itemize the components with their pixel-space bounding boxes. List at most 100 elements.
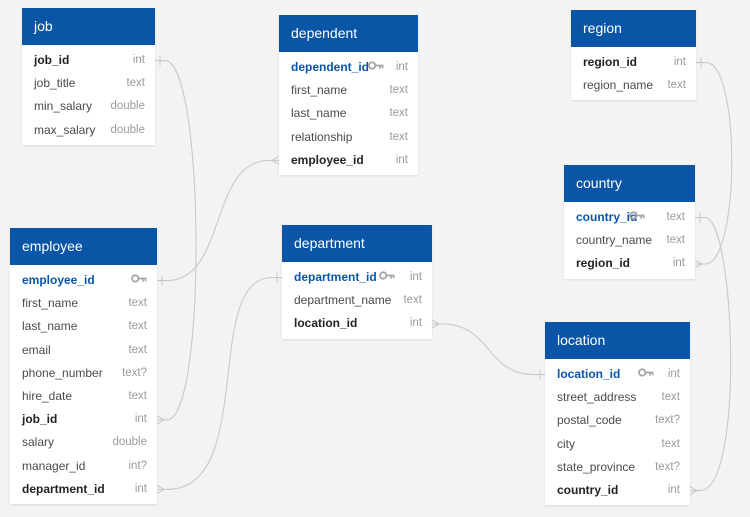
key-icon [368,56,384,79]
column-row-region-name[interactable]: region_name text [571,74,696,97]
column-type: text [128,343,147,356]
column-type: text [128,320,147,333]
column-name: phone_number [22,365,103,380]
column-type: text [403,294,422,307]
column-name: relationship [291,129,353,144]
column-type: text [666,234,685,247]
column-row-postal-code[interactable]: postal_code text? [545,409,690,432]
table-header-country[interactable]: country [564,165,695,202]
column-name: region_id [576,256,631,271]
column-name: location_id [557,367,621,381]
column-row-state-province[interactable]: state_province text? [545,456,690,479]
column-type: text [666,211,685,223]
table-title: employee [22,238,83,254]
column-name: country_id [557,482,619,497]
column-name: job_id [22,412,58,427]
table-title: department [294,235,365,251]
column-type: int [132,54,145,66]
column-type: int [409,317,422,330]
key-icon [638,363,654,386]
table-header-dependent[interactable]: dependent [279,15,418,52]
column-name: first_name [22,296,79,311]
column-type: text [661,391,680,404]
column-row-location-id[interactable]: location_id int [282,312,432,335]
column-type: text [126,77,145,90]
column-name: department_name [294,293,392,308]
column-type: text [667,79,686,92]
column-type: int [134,482,147,495]
column-type: text? [122,366,147,379]
column-type: text [389,84,408,97]
column-row-location-id[interactable]: location_id int [545,363,690,386]
column-type: text? [655,460,680,473]
column-type: int [667,368,680,380]
column-name: city [557,436,575,451]
column-row-first-name[interactable]: first_name text [279,79,418,102]
column-type: int [134,413,147,426]
table-header-region[interactable]: region [571,10,696,47]
column-row-first-name[interactable]: first_name text [10,292,157,315]
table-header-department[interactable]: department [282,225,432,262]
column-type: text [389,130,408,143]
column-row-department-name[interactable]: department_name text [282,289,432,312]
column-name: region_name [583,78,654,93]
column-type: int [672,257,685,270]
column-type: double [110,100,145,113]
column-name: hire_date [22,388,73,403]
column-name: postal_code [557,413,622,428]
table-title: region [583,20,622,36]
column-row-employee-id[interactable]: employee_id [10,269,157,292]
column-type: text [128,297,147,310]
column-name: state_province [557,459,636,474]
column-type: text? [655,414,680,427]
column-name: salary [22,435,55,450]
column-name: dependent_id [291,60,370,74]
table-title: country [576,175,622,191]
column-row-job-id[interactable]: job_id int [10,408,157,431]
column-name: employee_id [291,152,364,167]
column-row-relationship[interactable]: relationship text [279,126,418,149]
table-header-location[interactable]: location [545,322,690,359]
column-name: location_id [294,316,358,331]
column-type: int [673,56,686,68]
table-header-employee[interactable]: employee [10,228,157,265]
key-icon [379,266,395,289]
table-header-job[interactable]: job [22,8,155,45]
column-row-region-id[interactable]: region_id int [564,252,695,275]
column-name: first_name [291,83,348,98]
column-row-phone-number[interactable]: phone_number text? [10,362,157,385]
column-type: int? [128,459,147,472]
key-icon [629,206,645,229]
